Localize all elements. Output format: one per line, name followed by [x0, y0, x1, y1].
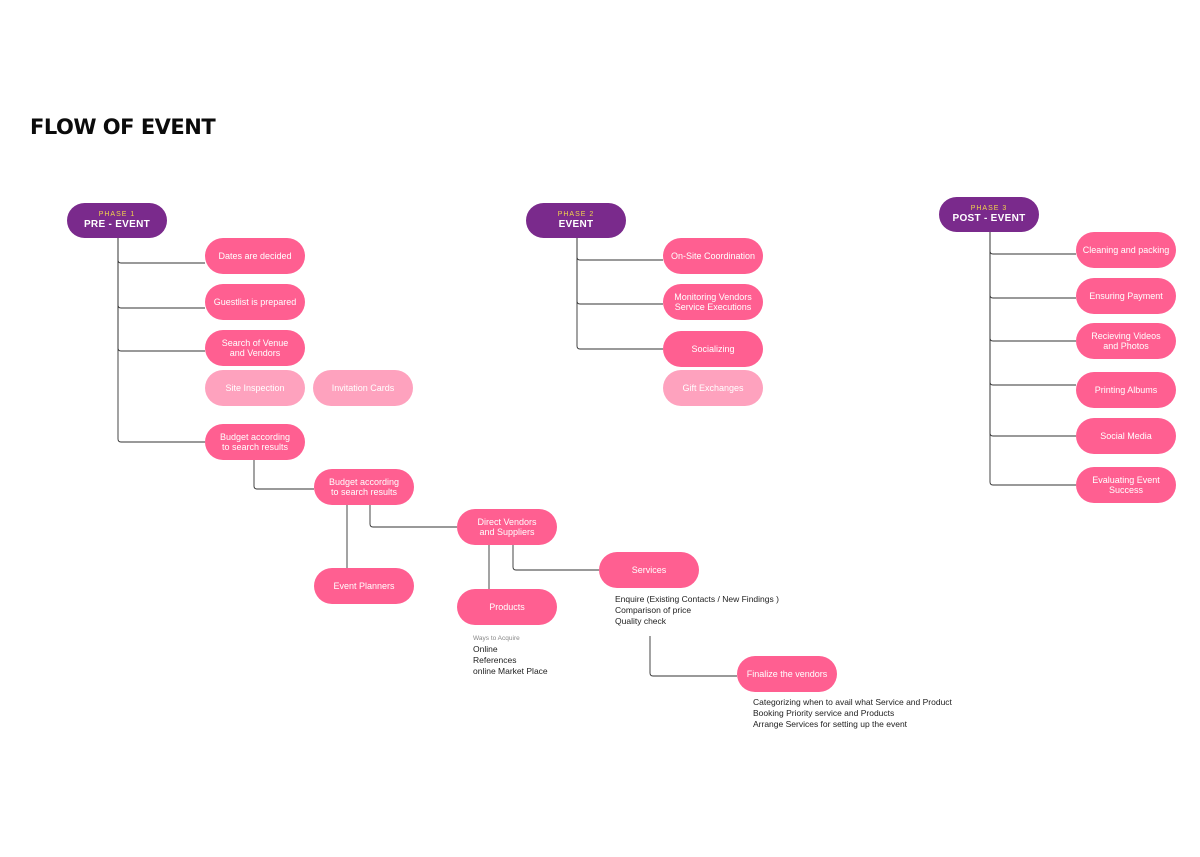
node-gift-exchanges: Gift Exchanges	[663, 370, 763, 406]
connector-post-cleaning	[989, 232, 1076, 255]
node-site-inspection: Site Inspection	[205, 370, 305, 406]
phase-2-name: EVENT	[558, 219, 594, 230]
connector-budget-budget2	[253, 459, 314, 490]
products-notes: Ways to Acquire Online References online…	[473, 633, 548, 677]
connector-post-albums	[989, 232, 1076, 386]
connector-event-onsite	[576, 237, 663, 261]
connector-budget2-direct	[369, 504, 457, 528]
products-note-line: Online	[473, 644, 498, 654]
node-finalize-vendors: Finalize the vendors	[737, 656, 837, 692]
connector-post-videos	[989, 232, 1076, 342]
connector-event-socializing	[576, 237, 663, 350]
services-note-line: Quality check	[615, 616, 667, 626]
node-guestlist-prepared: Guestlist is prepared	[205, 284, 305, 320]
node-evaluating-success: Evaluating Event Success	[1076, 467, 1176, 503]
phase-2-event: PHASE 2 EVENT	[526, 203, 626, 238]
phase-1-label: PHASE 1	[98, 211, 136, 218]
phase-1-name: PRE - EVENT	[83, 219, 151, 230]
phase-2-label: PHASE 2	[557, 211, 595, 218]
node-event-planners: Event Planners	[314, 568, 414, 604]
connector-pre-search	[117, 237, 205, 352]
connector-post-payment	[989, 232, 1076, 299]
connector-pre-dates	[117, 237, 205, 264]
services-note-line: Comparison of price	[615, 605, 692, 615]
finalize-note-line: Booking Priority service and Products	[753, 708, 895, 718]
node-invitation-cards: Invitation Cards	[313, 370, 413, 406]
connector-event-monitoring	[576, 237, 663, 305]
node-socializing: Socializing	[663, 331, 763, 367]
node-budget-search-results-2: Budget according to search results	[314, 469, 414, 505]
finalize-note-line: Arrange Services for setting up the even…	[753, 719, 908, 729]
node-social-media: Social Media	[1076, 418, 1176, 454]
connector-post-social	[989, 232, 1076, 437]
node-direct-vendors: Direct Vendors and Suppliers	[457, 509, 557, 545]
node-cleaning-packing: Cleaning and packing	[1076, 232, 1176, 268]
node-dates-decided: Dates are decided	[205, 238, 305, 274]
connector-pre-guestlist	[117, 237, 205, 309]
node-search-venue-vendors: Search of Venue and Vendors	[205, 330, 305, 366]
node-services: Services	[599, 552, 699, 588]
finalize-note-line: Categorizing when to avail what Service …	[753, 697, 952, 707]
products-note-line: online Market Place	[473, 666, 548, 676]
connector-post-evaluating	[989, 232, 1076, 486]
node-monitoring-vendors: Monitoring Vendors Service Executions	[663, 284, 763, 320]
node-budget-search-results: Budget according to search results	[205, 424, 305, 460]
connector-pre-budget	[117, 237, 205, 443]
phase-1-pre-event: PHASE 1 PRE - EVENT	[67, 203, 167, 238]
node-onsite-coordination: On-Site Coordination	[663, 238, 763, 274]
node-ensuring-payment: Ensuring Payment	[1076, 278, 1176, 314]
products-note-line: References	[473, 655, 517, 665]
services-note-line: Enquire (Existing Contacts / New Finding…	[615, 594, 779, 604]
products-note-caption: Ways to Acquire	[473, 635, 520, 642]
connector-direct-services	[512, 544, 599, 571]
node-printing-albums: Printing Albums	[1076, 372, 1176, 408]
finalize-notes: Categorizing when to avail what Service …	[753, 697, 952, 730]
connector-services-finalize	[649, 636, 737, 677]
services-notes: Enquire (Existing Contacts / New Finding…	[615, 594, 779, 627]
node-products: Products	[457, 589, 557, 625]
page-title: FLOW OF EVENT	[30, 115, 216, 139]
phase-3-post-event: PHASE 3 POST - EVENT	[939, 197, 1039, 232]
phase-3-name: POST - EVENT	[952, 213, 1026, 224]
phase-3-label: PHASE 3	[970, 205, 1008, 212]
node-receiving-videos: Recieving Videos and Photos	[1076, 323, 1176, 359]
